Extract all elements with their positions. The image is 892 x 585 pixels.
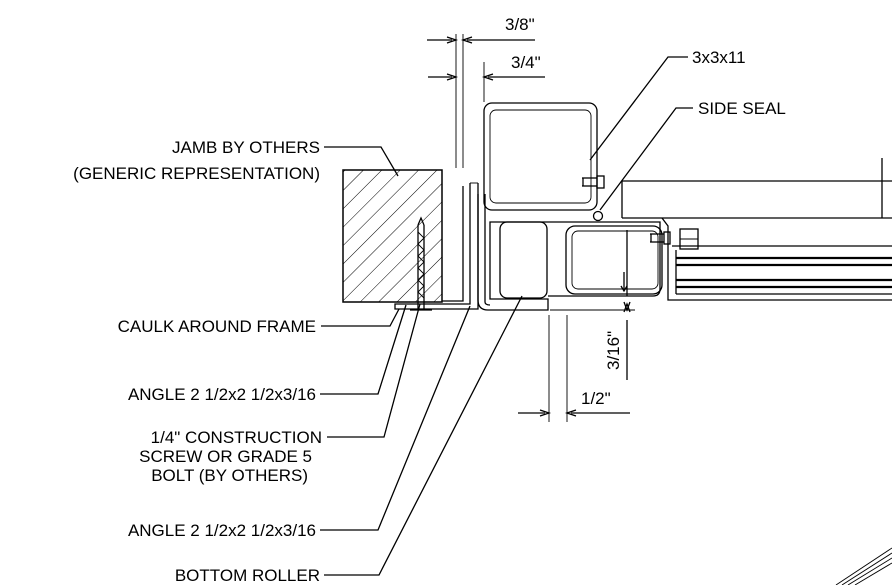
callout-labels: JAMB BY OTHERS (GENERIC REPRESENTATION) … (73, 48, 786, 585)
label-screw-line2: SCREW OR GRADE 5 (139, 447, 312, 466)
label-bottom-roller: BOTTOM ROLLER (175, 566, 320, 585)
dimension-1-2-label: 1/2" (581, 389, 611, 408)
label-caulk-around-frame: CAULK AROUND FRAME (118, 317, 316, 336)
construction-screw (410, 216, 432, 311)
label-3x3x11: 3x3x11 (692, 48, 746, 67)
door-stile (548, 221, 671, 297)
label-jamb-by-others: JAMB BY OTHERS (172, 138, 320, 157)
corner-fragment (835, 547, 892, 585)
dimension-3-4: 3/4" (428, 53, 545, 102)
jamb-block (342, 169, 443, 303)
dimension-1-2: 1/2" (518, 315, 630, 422)
label-angle-lower: ANGLE 2 1/2x2 1/2x3/16 (128, 521, 316, 540)
dimension-3-16-label: 3/16" (604, 331, 623, 370)
label-screw-line3: BOLT (BY OTHERS) (151, 466, 308, 485)
leader-lines (320, 56, 693, 576)
label-side-seal: SIDE SEAL (698, 99, 786, 118)
tube-3x3x11 (483, 102, 605, 211)
dimension-3-16: 3/16" (550, 230, 635, 380)
dimension-3-8-label: 3/8" (505, 15, 535, 34)
dimension-3-8: 3/8" (427, 15, 535, 168)
label-angle-upper: ANGLE 2 1/2x2 1/2x3/16 (128, 385, 316, 404)
frame-channel (477, 194, 549, 311)
dimension-3-4-label: 3/4" (511, 53, 541, 72)
glass-panel (621, 158, 892, 301)
side-seal (592, 210, 604, 222)
label-screw-line1: 1/4" CONSTRUCTION (151, 428, 322, 447)
label-generic-representation: (GENERIC REPRESENTATION) (73, 164, 320, 183)
bottom-roller (499, 221, 548, 299)
